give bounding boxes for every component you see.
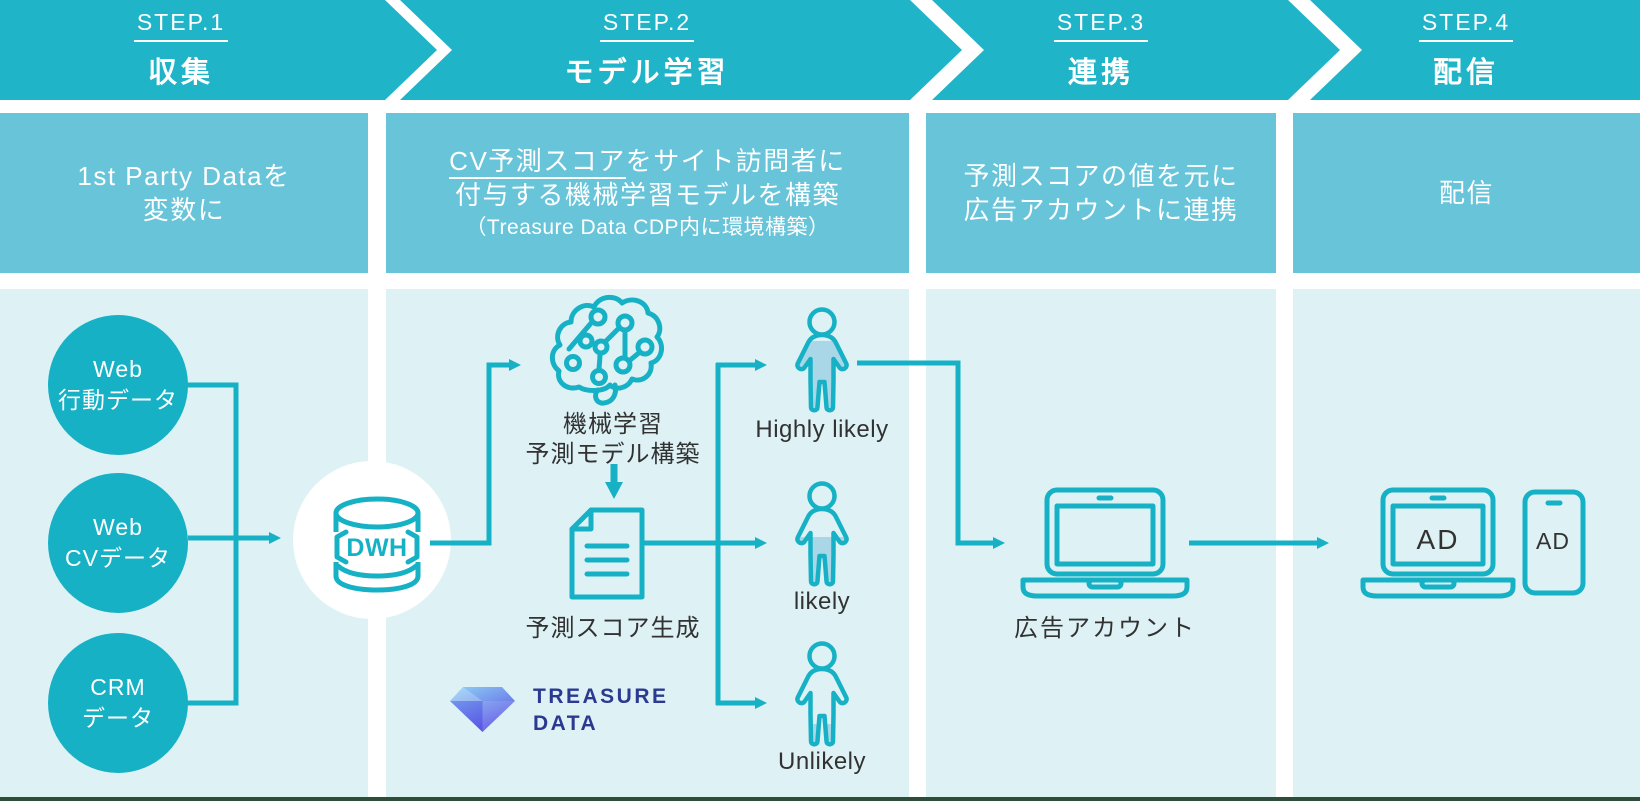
highly-likely-label: Highly likely [755,416,889,443]
underlined-term: CV予測スコア [449,145,626,179]
step3-arrow-band [932,0,1340,100]
step4-title: 配信 [1432,57,1499,89]
step3-desc-line2: 広告アカウントに連携 [963,195,1239,225]
step3-header: STEP.3 連携 [941,0,1261,100]
step4-header: STEP.4 配信 [1306,0,1626,100]
ad-account-label: 広告アカウント [1014,615,1196,642]
step1-title: 収集 [147,57,214,89]
step4-label: STEP.4 [1418,9,1514,42]
step2-arrow-band [400,0,962,100]
step1-desc-line1: 1st Party Dataを [77,161,291,191]
ml-model-label: 機械学習 予測モデル構築 [525,411,701,468]
step1-header: STEP.1 収集 [21,0,341,100]
source-web-behavior-bubble: Web 行動データ [48,315,188,455]
step3-body-panel [926,289,1276,797]
step1-desc-line2: 変数に [142,195,226,225]
step2-desc-line2: 付与する機械学習モデルを構築 [454,179,840,210]
ad-label-phone: AD [1536,528,1570,554]
step3-label: STEP.3 [1053,9,1149,42]
step2-desc-line1: CV予測スコアをサイト訪問者に [449,144,846,179]
ad-label-laptop: AD [1416,524,1460,555]
step2-desc-line3: （Treasure Data CDP内に環境構築） [465,215,830,239]
step2-header: STEP.2 モデル学習 [487,0,807,100]
step2-title: モデル学習 [564,57,730,89]
source-web-cv-bubble: Web CVデータ [48,473,188,613]
dwh-label: DWH [346,534,408,562]
likely-label: likely [793,588,851,615]
step3-title: 連携 [1067,57,1134,89]
source-crm-bubble: CRM データ [48,633,188,773]
step4-description: 配信 [1293,113,1640,273]
step2-label: STEP.2 [599,9,695,42]
step3-description: 予測スコアの値を元に 広告アカウントに連携 [926,113,1276,273]
treasure-data-logo-text: TREASURE DATA [533,685,669,735]
step1-description: 1st Party Dataを 変数に [0,113,368,273]
bottom-divider [0,797,1640,801]
step3-desc-line1: 予測スコアの値を元に [963,161,1239,191]
step4-desc-line1: 配信 [1438,178,1494,208]
step1-label: STEP.1 [133,9,229,42]
step4-arrow-band [1310,0,1640,100]
step1-arrow-band [0,0,437,100]
score-generation-label: 予測スコア生成 [525,615,701,642]
unlikely-label: Unlikely [777,748,867,775]
step2-description: CV予測スコアをサイト訪問者に 付与する機械学習モデルを構築 （Treasure… [386,113,909,273]
